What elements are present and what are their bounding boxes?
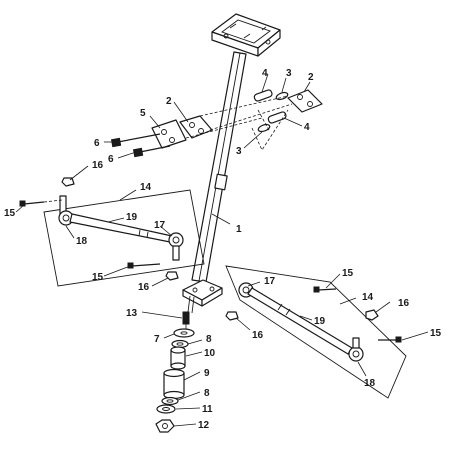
callout-2-left: 2: [166, 96, 172, 107]
callout-14-right: 14: [362, 292, 374, 303]
callout-10: 10: [204, 348, 216, 359]
tie-rod-upper-left: [19, 177, 205, 287]
callout-4-top: 4: [262, 68, 268, 79]
callout-14-left: 14: [140, 182, 152, 193]
callout-8-bottom: 8: [204, 388, 210, 399]
callout-13: 13: [126, 308, 138, 319]
callout-18-right: 18: [364, 378, 376, 389]
callout-11: 11: [202, 404, 213, 415]
callout-9: 9: [204, 368, 210, 379]
callout-15-mid: 15: [92, 272, 104, 283]
callout-6-top: 6: [94, 138, 100, 149]
callout-2-right: 2: [308, 72, 314, 83]
callout-12: 12: [198, 420, 210, 431]
callout-17-right: 17: [264, 276, 276, 287]
lower-stack: [155, 311, 195, 433]
callout-5: 5: [140, 108, 146, 119]
callout-16-bottom: 16: [252, 330, 264, 341]
callout-17-left: 17: [154, 220, 166, 231]
callout-18-left: 18: [76, 236, 88, 247]
callout-4-right: 4: [304, 122, 310, 133]
callout-15-left: 15: [4, 208, 16, 219]
callout-15-right-top: 15: [342, 268, 354, 279]
callout-6-bottom: 6: [108, 154, 114, 165]
leader-lines: [15, 73, 429, 427]
callout-19-left: 19: [126, 212, 138, 223]
callout-15-right: 15: [430, 328, 442, 339]
callout-19-right: 19: [314, 316, 326, 327]
callout-16-top-left: 16: [92, 160, 104, 171]
callout-8-top: 8: [206, 334, 212, 345]
callout-7: 7: [154, 334, 160, 345]
callout-16-mid: 16: [138, 282, 150, 293]
callout-3-bottom: 3: [236, 146, 242, 157]
callout-labels: 1 2 2 3 3 4 4 5 6 6 7 8 8 9 10 11 12 13 …: [4, 68, 442, 431]
top-bracket: [211, 13, 281, 57]
tie-rod-lower-right: [225, 265, 407, 399]
callout-3-top: 3: [286, 68, 292, 79]
steering-column: [182, 51, 247, 314]
callout-16-right: 16: [398, 298, 410, 309]
callout-1: 1: [236, 224, 242, 235]
